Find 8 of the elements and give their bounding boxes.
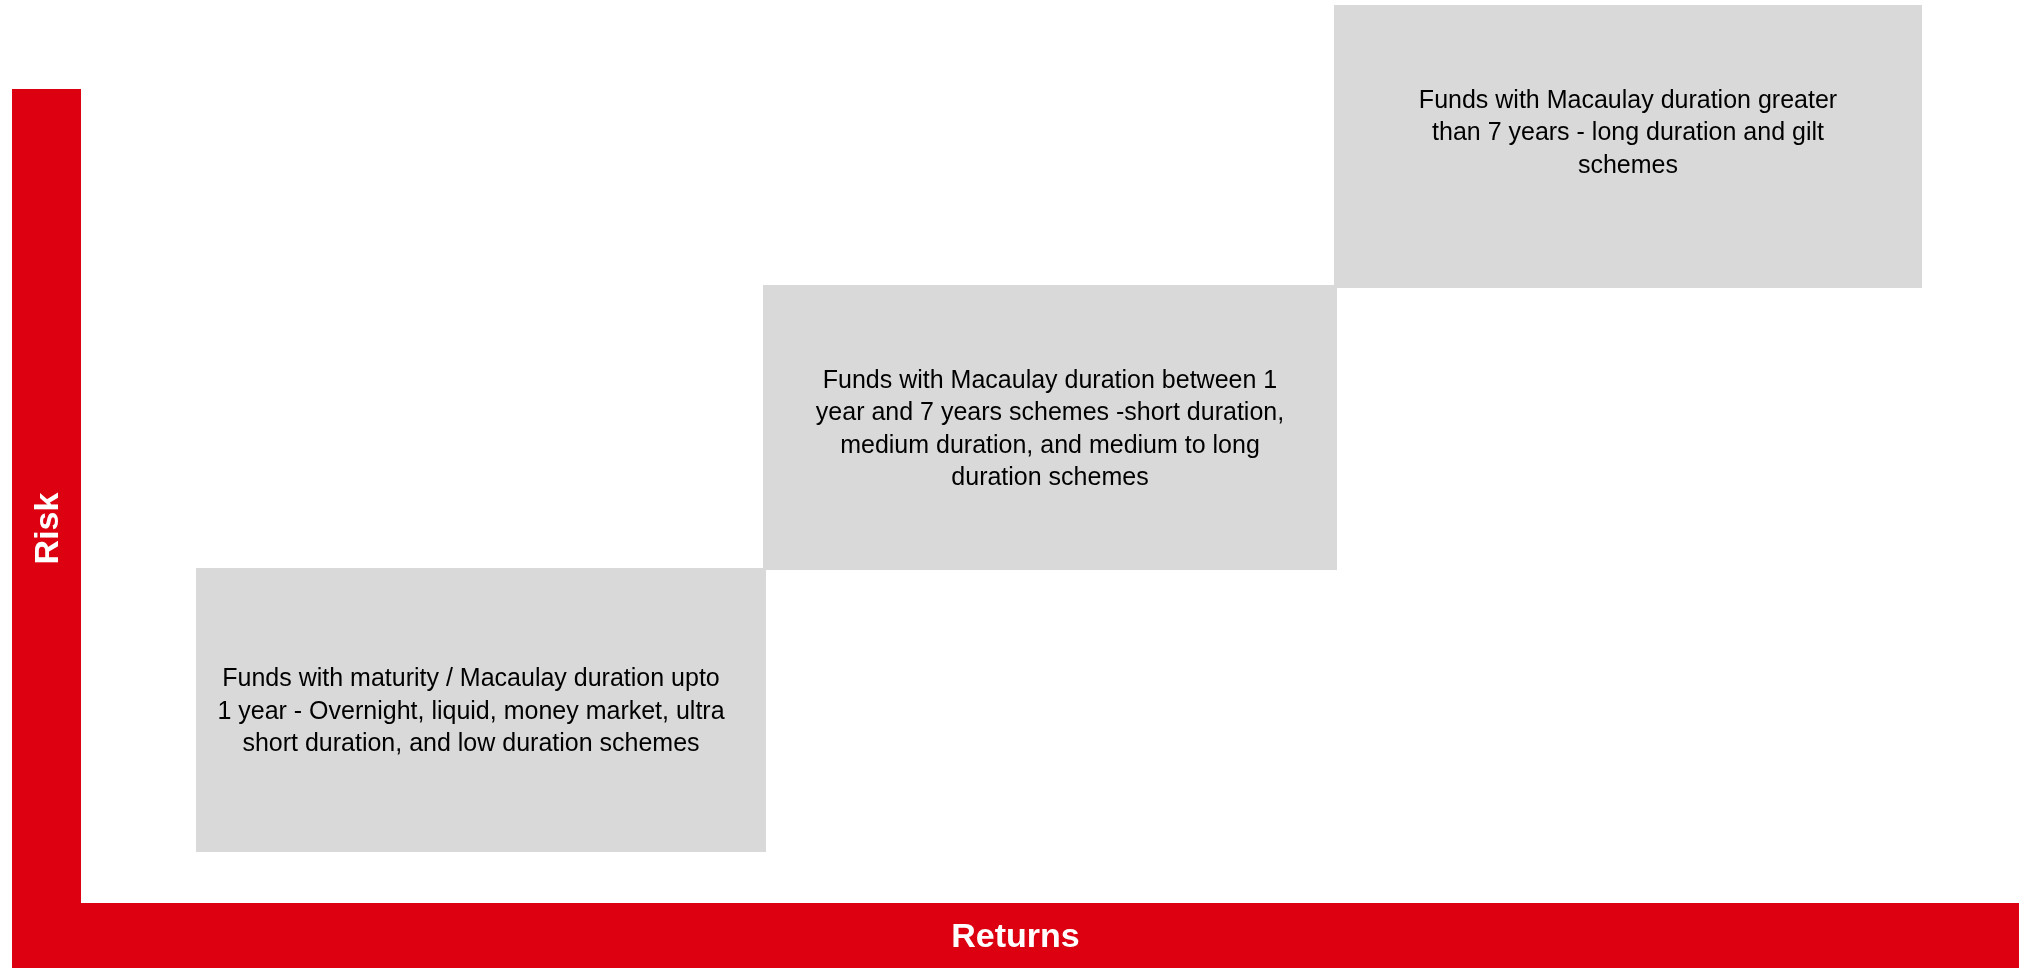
category-description: Funds with maturity / Macaulay duration upto 1 year - Overnight, liquid, money market, ultra short duration, and low duration schemes <box>216 662 726 759</box>
category-description: Funds with Macaulay duration greater than 7 years - long duration and gilt schemes <box>1417 83 1839 180</box>
category-box <box>1334 5 1922 288</box>
category-description: Funds with Macaulay duration between 1 year and 7 years schemes -short duration, medium duration, and medium to long duration schemes <box>814 363 1286 492</box>
category-box <box>196 568 766 852</box>
axis-label: Returns <box>951 916 1080 954</box>
category-box <box>763 285 1337 570</box>
axis-label: Risk <box>27 492 66 565</box>
